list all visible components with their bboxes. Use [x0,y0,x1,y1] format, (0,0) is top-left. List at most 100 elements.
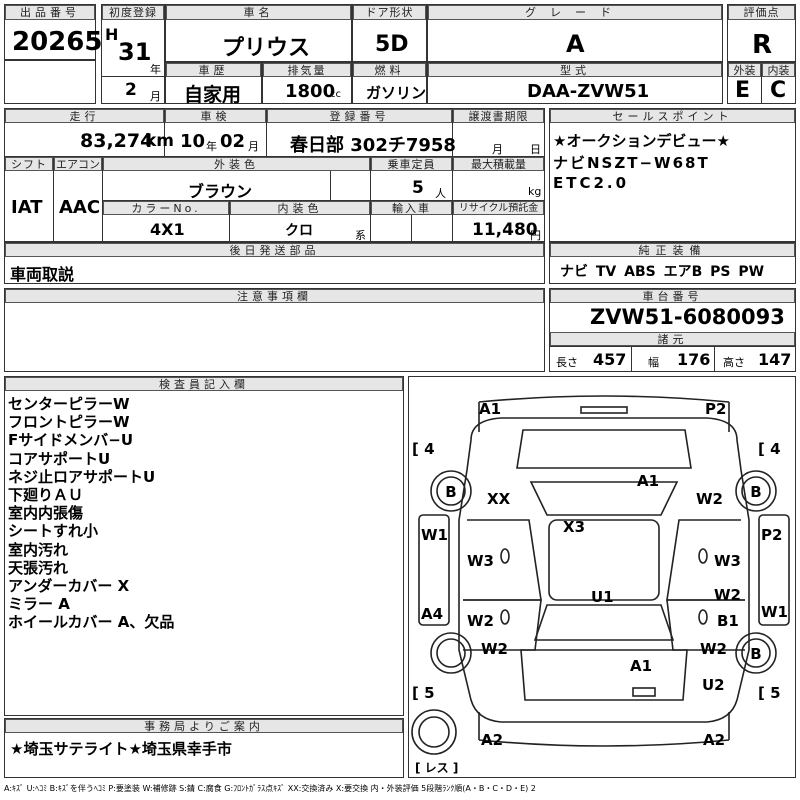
height: 147 [758,350,792,369]
inspector-label: 検査員記入欄 [5,377,403,391]
inspector-note: シートすれ小 [8,522,99,541]
year-unit: 年 [150,63,161,76]
month-unit: 月 [150,90,161,103]
car-history: 自家用 [184,84,242,106]
fuel-label: 燃料 [353,63,426,77]
inspector-note: ネジ止ロアサポートU [8,467,156,486]
damage-mark: X3 [563,518,585,536]
dimensions-label: 諸元 [550,332,795,346]
damage-mark: W1 [421,526,448,544]
aircon-label: エアコン [54,157,102,171]
tire-mark: B [750,483,761,501]
history-box [165,62,262,104]
damage-mark: W3 [714,552,741,570]
tire-size: [ 5 [412,684,435,702]
reg-year: 31 [118,38,152,66]
history-label: 車歴 [166,63,261,77]
damage-mark: W2 [714,586,741,604]
sales-point-label: セールスポイント [550,109,795,123]
mileage: 83,274 [80,130,154,152]
grade-label: グレード [428,5,722,20]
damage-mark: A1 [479,400,501,418]
inspector-note: アンダーカバー X [8,577,130,596]
legend: A:ｷｽﾞ U:ﾍｺﾐ B:ｷｽﾞを伴うﾍｺﾐ P:要塗装 W:補修跡 S:錆 … [4,784,536,793]
interior-score: C [770,78,787,103]
damage-mark: A1 [637,472,659,490]
length: 457 [593,350,627,369]
inspection-month-unit: 月 [248,140,259,153]
interior-label: 内装 [762,63,795,77]
car-name-label: 車名 [166,5,351,20]
grade-box [427,4,723,62]
damage-mark: W2 [696,490,723,508]
office-label: 事務局よりご案内 [5,719,403,733]
color-no: 4X1 [150,220,185,239]
office-box [4,718,404,778]
inspector-note: ホイールカバー A、欠品 [8,613,175,632]
recycle-unit: 円 [530,229,541,242]
equipment-label: 純正装備 [550,243,795,257]
int-color-label: 内装色 [230,201,370,215]
inspector-note: ミラー A [8,595,70,614]
damage-mark: A1 [630,657,652,675]
capacity: 5 [412,178,424,198]
ext-color: ブラウン [188,182,253,201]
damage-mark: P2 [761,526,782,544]
spare-tire-label: [ レス ] [415,761,458,775]
recycle-label: リサイクル預託金 [453,201,544,215]
inspector-note: フロントピラーW [8,413,130,432]
door-type: 5D [375,32,409,57]
score-box [727,4,796,62]
import-label: 輸入車 [371,201,452,215]
capacity-label: 乗車定員 [371,157,452,171]
max-load-label: 最大積載量 [453,157,544,171]
transfer-month-unit: 月 [492,143,503,156]
lot-box [4,4,96,60]
ext-color-label: 外装色 [103,157,370,171]
inspector-note: センターピラーW [8,395,130,413]
displacement: 1800 [285,81,336,102]
capacity-unit: 人 [435,187,446,200]
model-box [427,62,723,104]
tire-mark: B [750,645,761,663]
notes-box [4,288,545,372]
transfer-label: 譲渡書期限 [453,109,544,123]
color-no-label: カラーNo. [103,201,229,215]
recycle-fee: 11,480 [472,220,538,240]
later-parts: 車両取説 [10,265,75,284]
lot-blank [4,60,96,104]
tire-size: [ 4 [412,440,435,458]
notes-label: 注意事項欄 [5,289,544,303]
inspector-note: コアサポートU [8,449,111,468]
grade: A [566,30,585,58]
later-parts-box [4,242,545,284]
model-code: DAA-ZVW51 [527,81,650,102]
chassis-number: ZVW51-6080093 [590,305,785,329]
equipment: ナビ TV ABS エアB PS PW [560,264,765,280]
car-name: プリウス [222,36,311,61]
office-message: ★埼玉サテライト★埼玉県幸手市 [10,740,232,758]
displacement-label: 排気量 [263,63,351,77]
equipment-box [549,242,796,284]
inspection-label: 車検 [165,109,266,123]
inspector-note: 室内内張傷 [8,504,84,523]
lot-label: 出品番号 [5,5,95,20]
damage-mark: U1 [591,588,614,606]
damage-mark: W3 [467,552,494,570]
door-box [352,4,427,62]
displacement-box [262,62,352,104]
score: R [752,30,773,60]
exterior-score: E [735,78,751,103]
sales-point-box [549,108,796,242]
tire-size: [ 4 [758,440,781,458]
tire-size: [ 5 [758,684,781,702]
model-label: 型式 [428,63,722,77]
lot-number: 20265 [12,27,103,57]
sales-point-3: ETC2.0 [553,174,630,192]
inspector-note: 室内汚れ [8,540,69,559]
chassis-label: 車台番号 [550,289,795,303]
damage-mark: A4 [421,605,443,623]
int-color-unit: 系 [355,229,366,242]
